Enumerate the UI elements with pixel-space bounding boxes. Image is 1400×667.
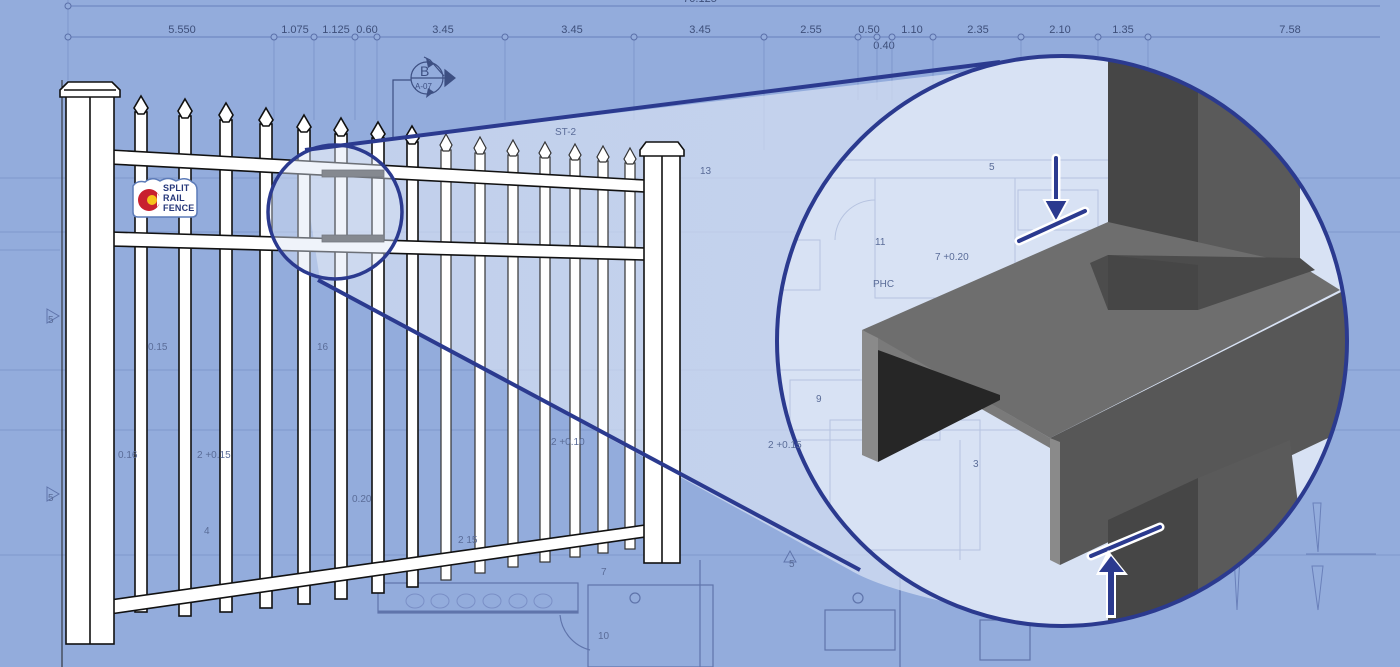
plan-annotation: 2 +0.15 [768,440,802,451]
plan-annotation: 0.15 [148,342,168,353]
logo-line-3: FENCE [163,203,195,213]
logo-text: SPLIT RAIL FENCE [163,183,195,213]
dimension-label: 1.125 [322,24,350,36]
magnifier-small-lens [266,143,404,281]
dimension-label: 0.50 [858,24,880,36]
pickets-far [439,132,637,581]
dimension-label: 2.35 [967,24,989,36]
section-marker-sheet: A-07 [415,82,432,91]
plan-annotation: 13 [700,166,712,177]
fence [59,81,685,645]
down-arrow-icon [1014,153,1090,246]
plan-annotation: 5 [48,493,54,504]
dimension-label: 3.45 [432,24,454,36]
section-marker-letter: B [420,63,430,79]
dimension-label: 3.45 [561,24,583,36]
u-channel-rail-small [321,169,385,243]
plan-annotation: ST-2 [555,127,577,138]
plan-annotation: PHC [873,279,895,290]
plan-annotation: 0.16 [118,450,138,461]
plan-annotation: 2 +0.15 [197,450,231,461]
dimension-label: 1.35 [1112,24,1134,36]
plan-annotation: 7 +0.20 [935,252,969,263]
dimension-label: 3.45 [689,24,711,36]
dimension-label: 1.10 [901,24,923,36]
logo-line-1: SPLIT [163,183,190,193]
plan-annotation: 2 15 [458,535,478,546]
plan-annotation: 11 [875,237,886,248]
plan-annotation: 16 [317,342,329,353]
section-marker [392,56,456,140]
plan-annotation: 3 [973,459,979,470]
plan-annotation: 10 [598,631,610,642]
magnifier-lens [775,54,1349,628]
logo-line-2: RAIL [163,193,185,203]
overall-dimension: 70.125 [683,0,717,5]
plan-annotation: 5 [989,162,995,173]
dimension-label: 5.550 [168,24,196,36]
plan-annotation: 7 [601,567,607,578]
dimension-label: 1.075 [281,24,309,36]
dimension-label: 2.55 [800,24,822,36]
dimension-label: 0.60 [356,24,378,36]
right-post [639,141,685,564]
dimension-sub-label: 0.40 [873,40,895,52]
plan-annotation: 2 +0.10 [551,437,585,448]
left-post [59,81,121,645]
up-arrow-icon [1086,522,1165,618]
plan-annotation: 5 [48,315,54,326]
plan-annotation: 4 [204,526,210,537]
plan-annotation: 0.20 [352,494,372,505]
dimension-label: 7.58 [1279,24,1301,36]
dimension-label: 2.10 [1049,24,1071,36]
plan-annotation: 9 [816,394,822,405]
plan-annotation: 5 [789,559,795,570]
split-rail-fence-logo [132,177,198,218]
magnifier-cone-outline [304,60,1001,572]
